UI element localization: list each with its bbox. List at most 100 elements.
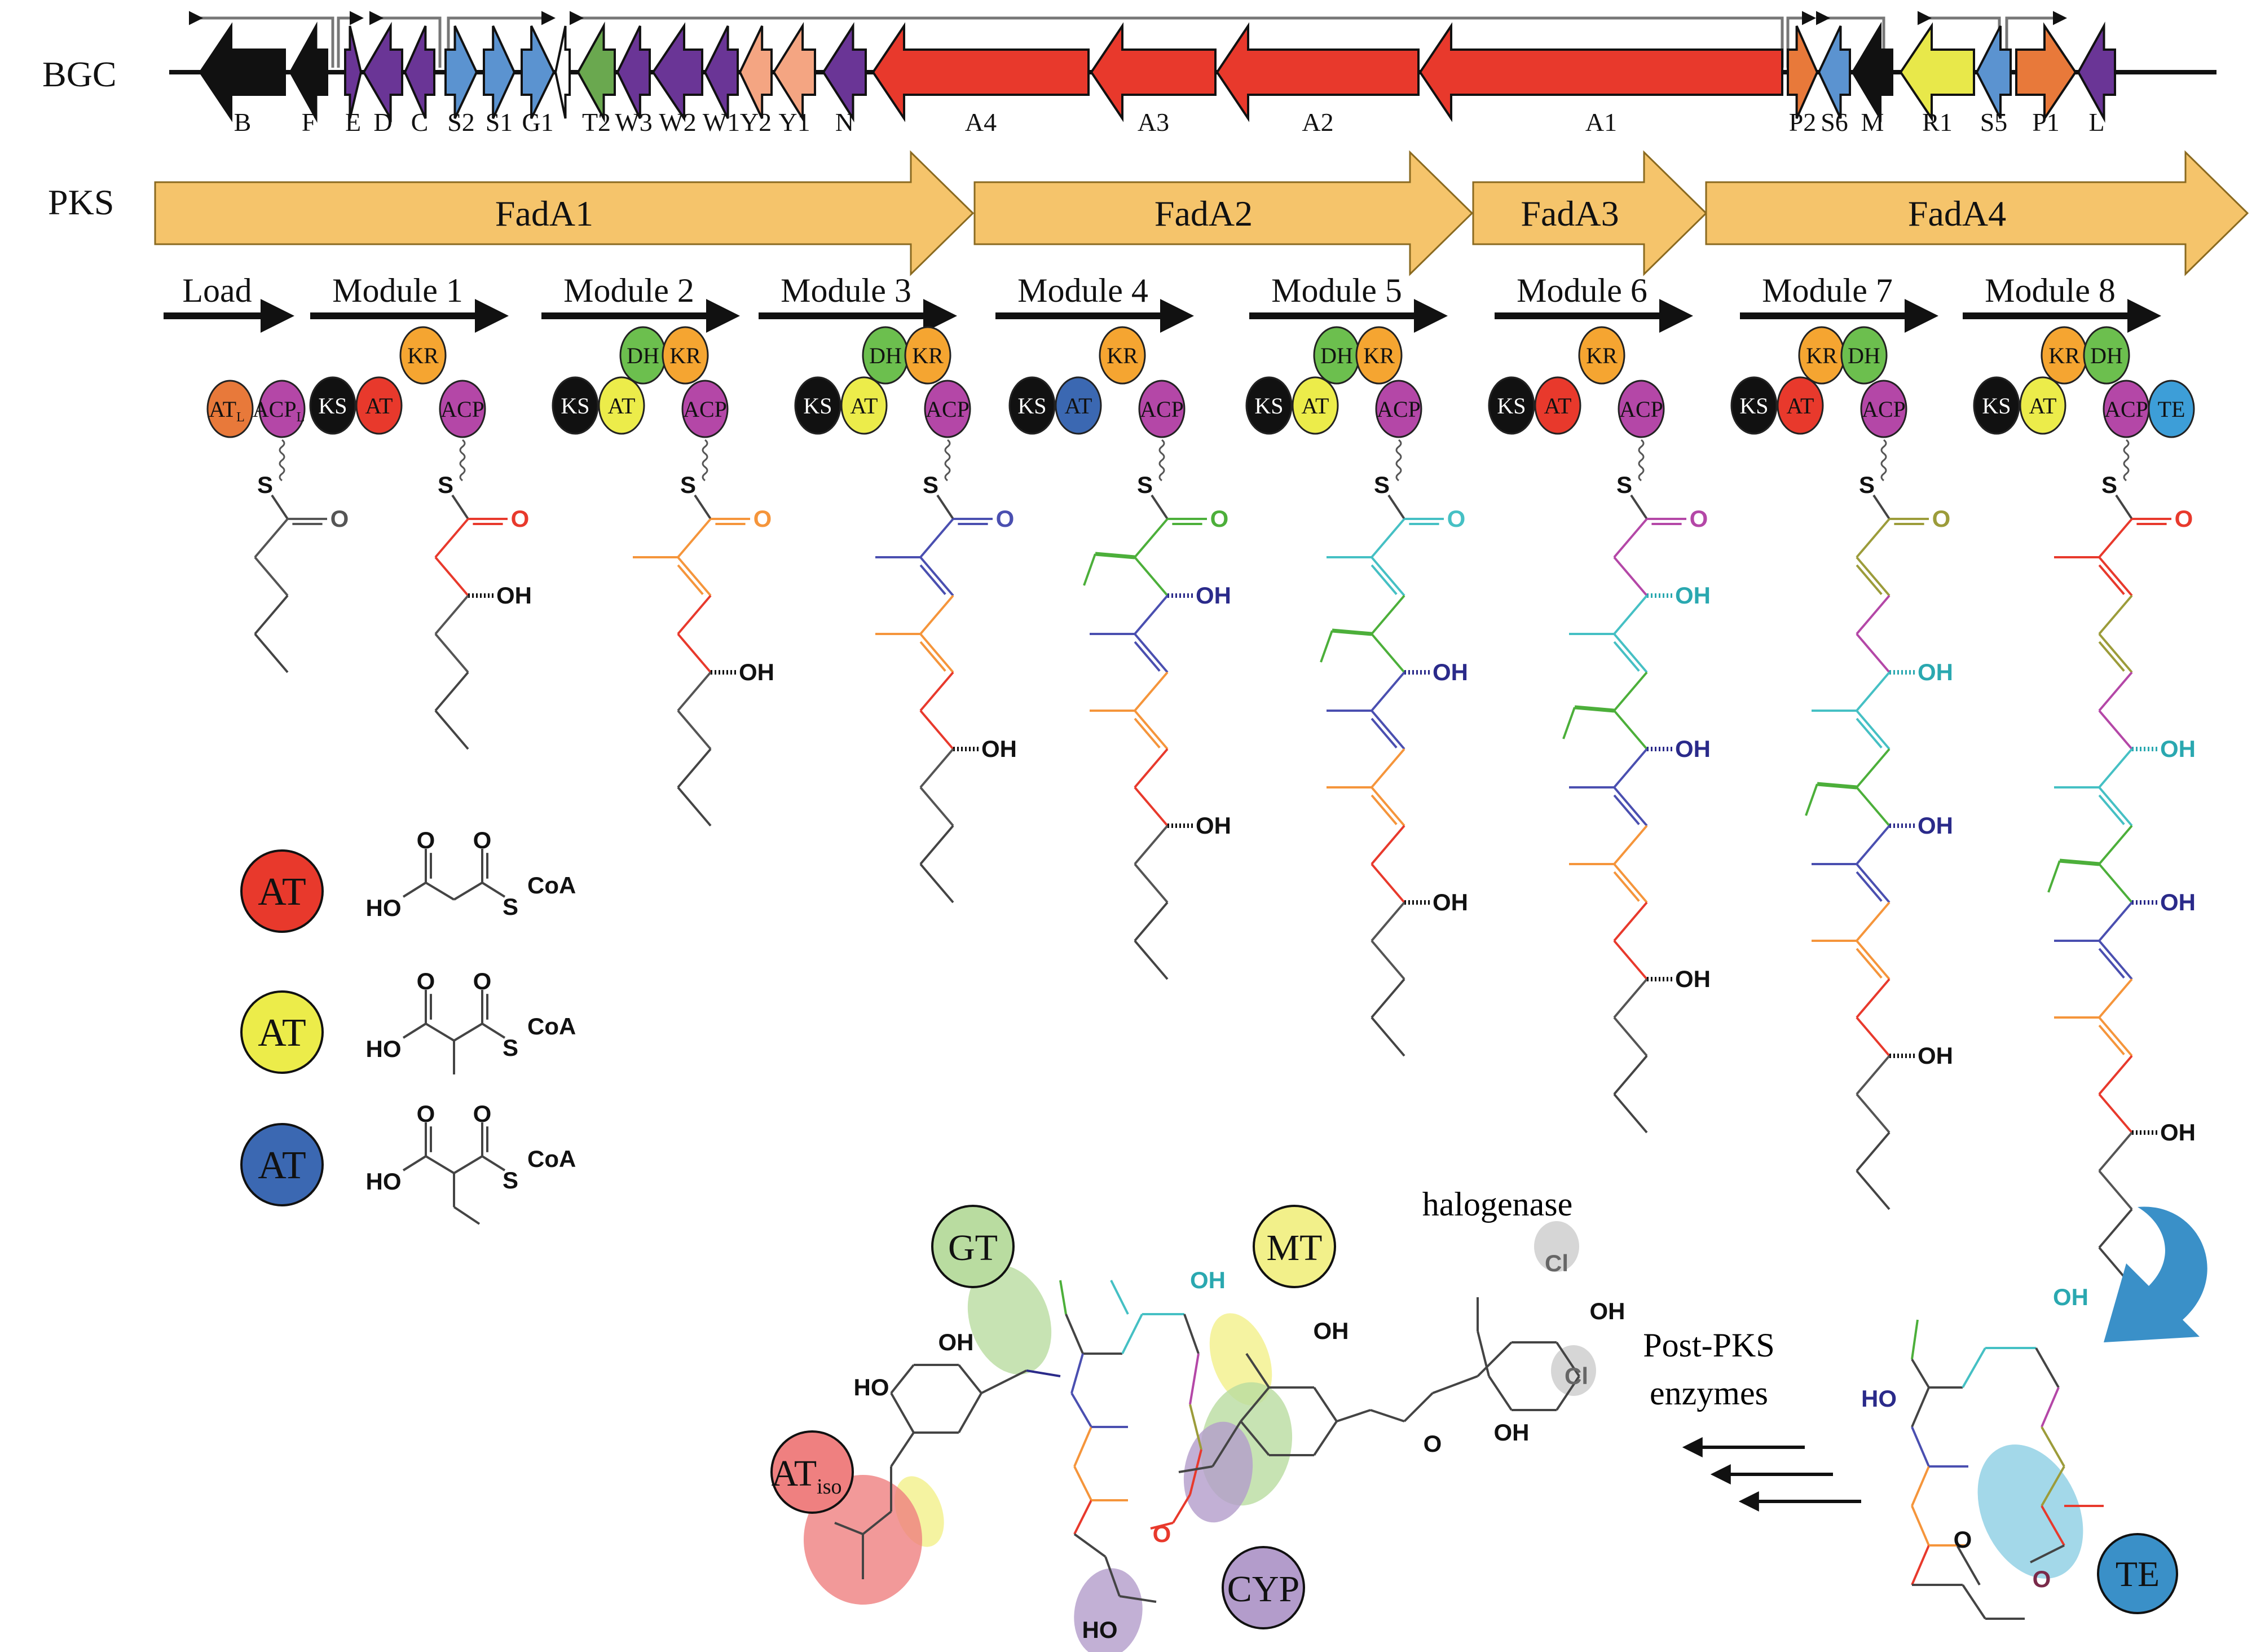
bond	[1134, 901, 1169, 942]
bond	[1387, 494, 1405, 520]
bond	[677, 594, 712, 635]
domain-shape	[206, 380, 254, 438]
domain-shape	[2148, 380, 2195, 438]
gene-label: S2	[447, 108, 475, 136]
bond	[1613, 863, 1648, 904]
bond	[1856, 948, 1883, 979]
bond	[1104, 1556, 1121, 1597]
atom-label: OH	[2160, 889, 2196, 915]
domain-shape	[552, 376, 599, 435]
bond	[1240, 1386, 1270, 1422]
at-domain-circle	[240, 849, 324, 933]
domain-dh: DH	[619, 326, 667, 385]
gene-arrow	[1787, 25, 1819, 119]
gene-label: S6	[1821, 108, 1848, 136]
domain-label: DH	[1320, 343, 1353, 368]
bond	[1613, 901, 1648, 942]
bond	[677, 518, 712, 558]
domain-shape	[598, 376, 645, 435]
atom-label: S	[923, 472, 938, 498]
bond	[2098, 1131, 2133, 1172]
gene-label: A2	[1302, 108, 1333, 136]
bond	[1477, 1341, 1513, 1377]
domain-label: KR	[669, 343, 701, 368]
domain-label: ATL	[209, 397, 245, 425]
enzyme-site-highlight	[967, 1265, 1052, 1375]
bond	[1134, 863, 1169, 904]
domain-label: KS	[803, 393, 832, 418]
domain-at: AT	[598, 376, 645, 435]
bond	[1371, 786, 1405, 827]
bond	[677, 564, 704, 595]
bgc-row-label: BGC	[42, 54, 117, 94]
enzyme-gt: GT	[931, 1205, 1015, 1288]
module-label: Module 6	[1517, 272, 1647, 309]
atom-label: OH	[1675, 582, 1711, 609]
domain-label: TE	[2158, 397, 2185, 422]
bond	[2098, 948, 2125, 979]
gene-label: S1	[486, 108, 513, 136]
bond	[2098, 1170, 2133, 1210]
domain-label: ACP	[2104, 397, 2148, 422]
pks-row-label: PKS	[48, 182, 114, 222]
domain-label: KS	[1982, 393, 2011, 418]
domain-label: KR	[912, 343, 944, 368]
acp-linker	[2123, 439, 2130, 482]
atom-label: O	[473, 1100, 492, 1127]
atom-label: OH	[2160, 1119, 2196, 1146]
bond	[2098, 1016, 2133, 1057]
bond	[1371, 717, 1398, 748]
bond	[1070, 1353, 1084, 1394]
at-domain-label: AT	[258, 870, 306, 914]
bond	[1371, 518, 1405, 558]
acp-linker	[279, 439, 285, 482]
atom-label: O	[1932, 505, 1951, 532]
enzyme-site-highlight	[1209, 1313, 1272, 1406]
gene-arrow	[289, 21, 328, 123]
pks-protein-arrow	[1472, 150, 1708, 276]
bond	[1856, 1016, 1891, 1057]
gene-label: Y1	[778, 108, 810, 136]
bond	[1856, 901, 1891, 942]
domain-shape	[1099, 326, 1146, 385]
bond	[2098, 671, 2133, 712]
bond	[2059, 858, 2100, 866]
bond	[1613, 786, 1648, 827]
gene-arrow	[2015, 22, 2077, 122]
gene-arrow	[1418, 22, 1783, 122]
bond	[1178, 1465, 1213, 1473]
bond	[1371, 863, 1405, 904]
gene-arrow	[483, 25, 516, 119]
bond	[2041, 1426, 2065, 1467]
bond	[434, 556, 469, 597]
bond	[1073, 1500, 1092, 1535]
bond	[1371, 556, 1405, 597]
domain-label: KR	[1586, 343, 1618, 368]
gene-label: A4	[965, 108, 997, 136]
atom-label: OH	[496, 582, 532, 609]
bond	[919, 564, 946, 595]
atom-label: S	[503, 893, 518, 920]
domain-label: DH	[869, 343, 902, 368]
bond	[1555, 1341, 1580, 1377]
bond	[1488, 1375, 1513, 1411]
domain-label: KR	[407, 343, 439, 368]
domain-acp: ACP	[1375, 380, 1422, 438]
transcription-arrow	[189, 11, 334, 68]
bond	[434, 594, 469, 635]
at-domain-label: AT	[258, 1011, 306, 1055]
domain-ks: KS	[794, 376, 841, 435]
domain-shape	[1355, 326, 1403, 385]
gene-arrow	[1851, 21, 1893, 123]
bond	[1613, 748, 1648, 788]
gene-arrow	[554, 25, 571, 119]
bond	[2098, 940, 2133, 980]
bond	[2041, 1466, 2065, 1506]
pks-protein-label: FadA1	[495, 193, 593, 234]
bond	[1134, 594, 1169, 635]
atom-label: HO	[366, 1036, 402, 1062]
intermediate-chain: SO	[254, 439, 349, 673]
atom-label: OH	[1918, 659, 1953, 685]
